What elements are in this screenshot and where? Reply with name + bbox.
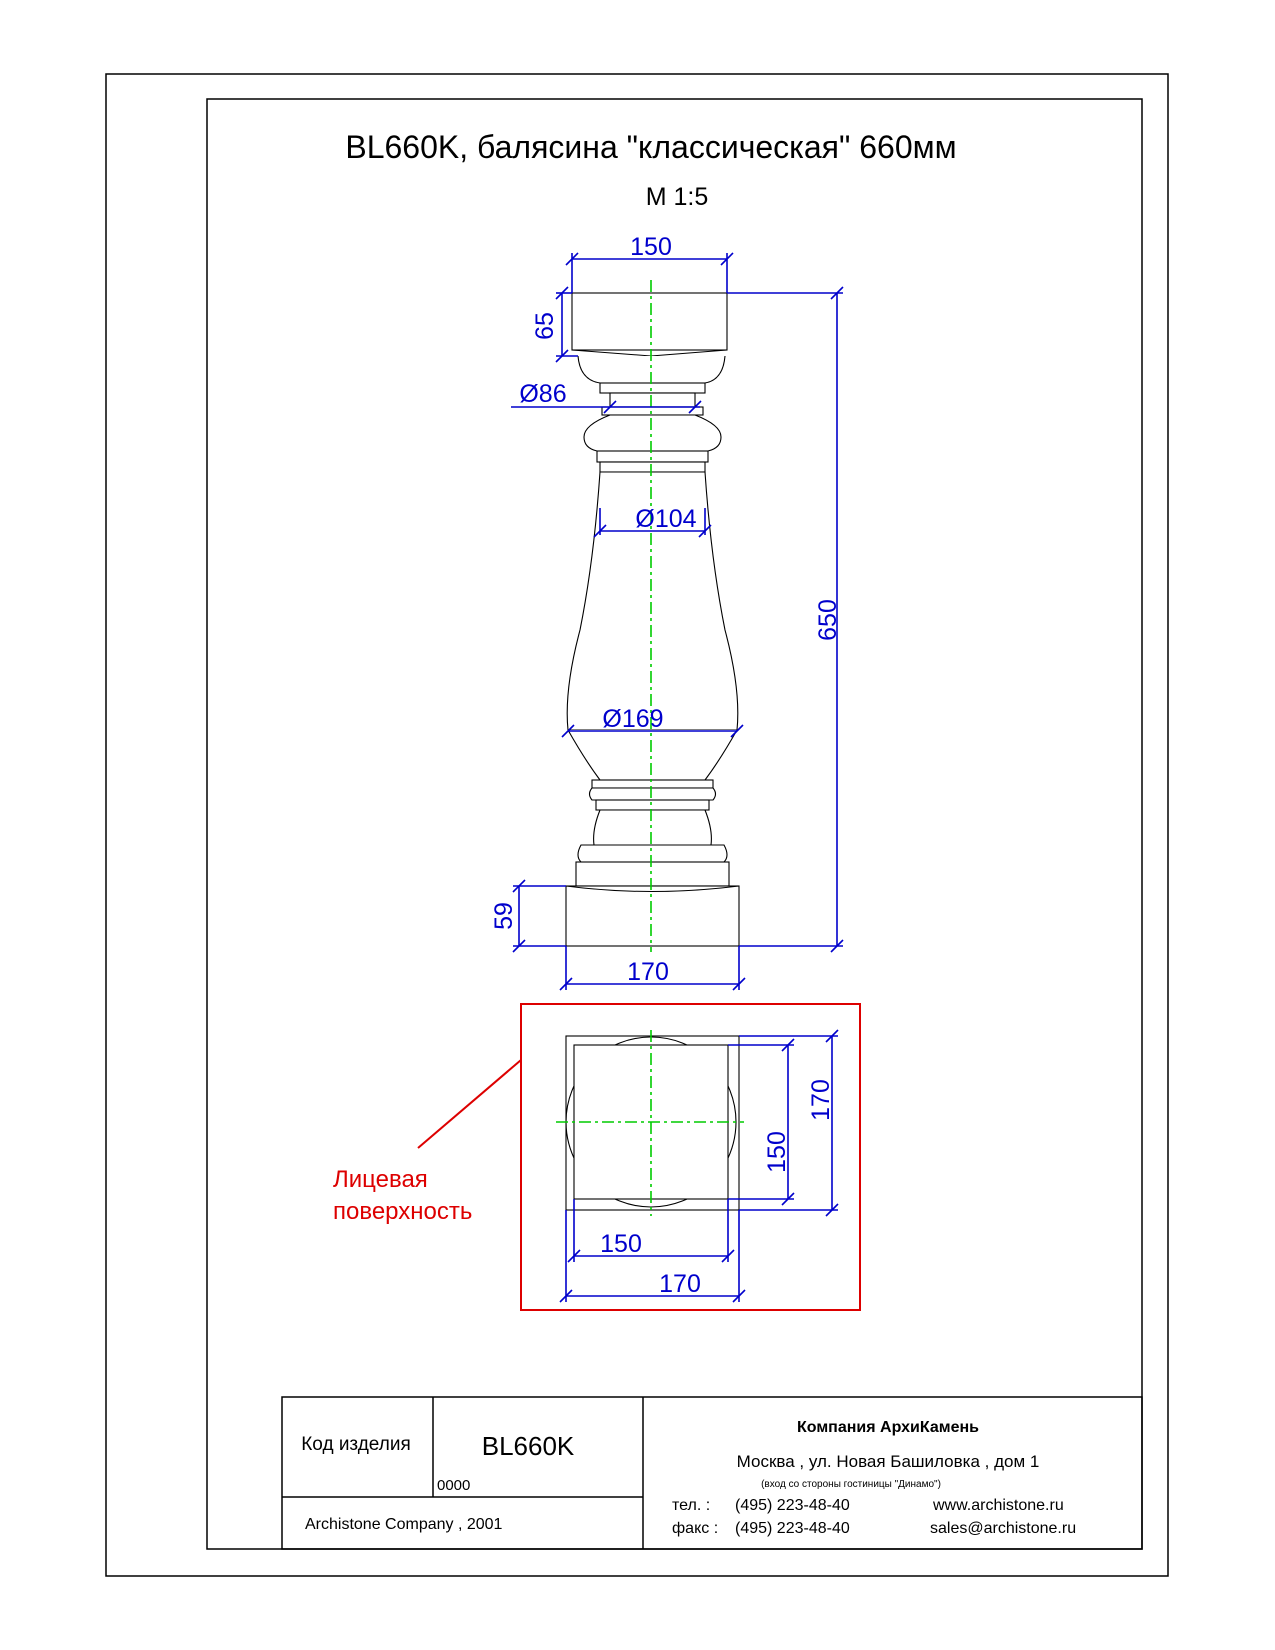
dim-total-height: 650 <box>814 599 842 641</box>
company-year: Archistone Company , 2001 <box>305 1516 503 1533</box>
fax-label: факс : <box>672 1520 718 1537</box>
dim-plan-outer-h: 170 <box>807 1079 835 1121</box>
code-sub: 0000 <box>437 1477 470 1494</box>
phone-label: тел. : <box>672 1497 710 1514</box>
email-link[interactable]: sales@archistone.ru <box>930 1520 1076 1537</box>
callout-line-2: поверхность <box>333 1198 472 1225</box>
dim-top-width: 150 <box>630 233 672 261</box>
upper-bulb <box>583 414 722 452</box>
dim-neck-diameter: Ø86 <box>519 380 566 408</box>
dim-base-height: 59 <box>490 902 518 930</box>
phone-number: (495) 223-48-40 <box>735 1497 850 1514</box>
baluster-elevation <box>565 280 740 952</box>
outer-frame <box>105 73 1169 1577</box>
dim-plan-outer-w: 170 <box>659 1270 701 1298</box>
dim-base-width: 170 <box>627 958 669 986</box>
callout-line-1: Лицевая <box>333 1166 428 1193</box>
code-label: Код изделия <box>301 1434 411 1455</box>
scale-label: М 1:5 <box>646 183 709 211</box>
company-name: Компания АрхиКамень <box>797 1419 979 1436</box>
top-block <box>571 292 728 351</box>
dim-top-height: 65 <box>531 312 559 340</box>
base-block <box>565 885 740 947</box>
company-address: Москва , ул. Новая Башиловка , дом 1 <box>737 1452 1040 1471</box>
elevation-dimensions: 150 65 Ø86 Ø104 Ø169 650 <box>490 233 844 991</box>
drawing-title: BL660K, балясина "классическая" 660мм <box>345 129 956 165</box>
dim-upper-diameter: Ø104 <box>635 505 696 533</box>
lower-torus <box>577 844 728 863</box>
dim-plan-inner-w: 150 <box>600 1230 642 1258</box>
address-note: (вход со стороны гостиницы "Динамо") <box>761 1479 941 1490</box>
website-link[interactable]: www.archistone.ru <box>932 1497 1064 1514</box>
plan-view: 150 170 150 170 <box>520 1003 861 1311</box>
dim-belly-diameter: Ø169 <box>602 705 663 733</box>
dim-plan-inner-h: 150 <box>763 1131 791 1173</box>
face-surface-callout: Лицевая поверхность <box>333 1059 522 1225</box>
fax-number: (495) 223-48-40 <box>735 1520 850 1537</box>
code-value: BL660K <box>482 1431 575 1461</box>
title-block: Код изделия BL660K 0000 Archistone Compa… <box>281 1396 1143 1550</box>
plan-highlight-box <box>520 1003 861 1311</box>
